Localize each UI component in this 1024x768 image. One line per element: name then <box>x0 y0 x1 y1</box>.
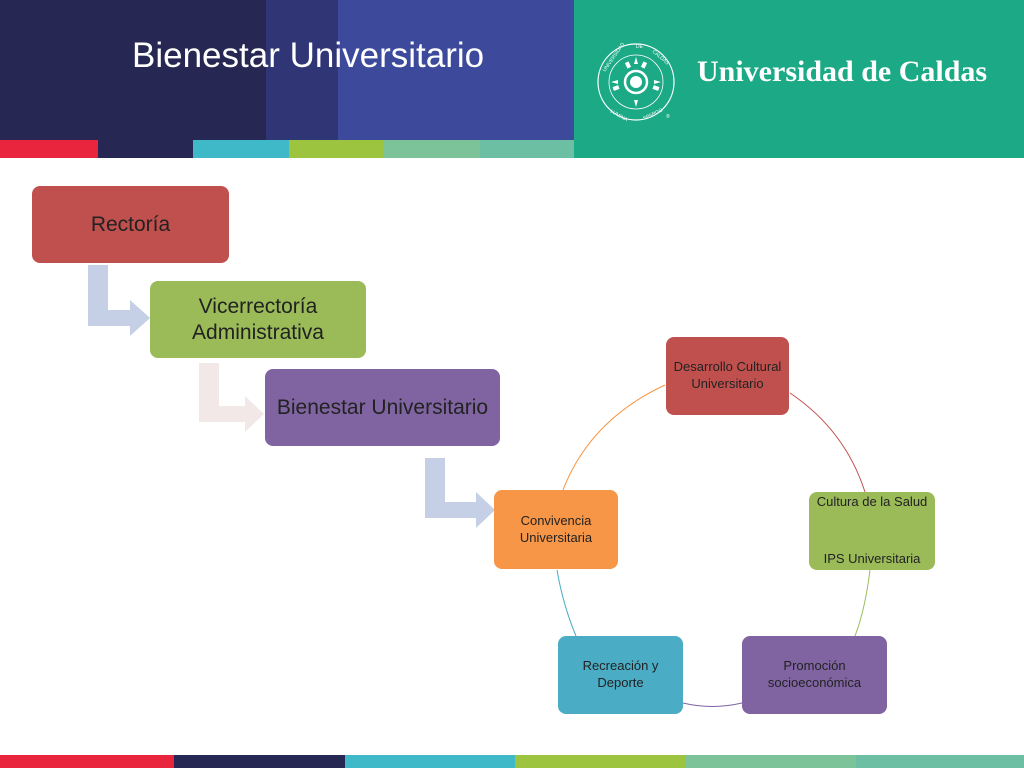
promocion-label: Promoción socioeconómica <box>767 658 862 690</box>
bent-arrow-2 <box>199 363 264 432</box>
vicerrectoria-box: Vicerrectoría Administrativa <box>150 281 366 358</box>
university-seal-logo: UNIVERSIDAD DE CALDAS LUMINA SPARGO ® <box>597 42 675 124</box>
cultura-salud-box: Cultura de la Salud IPS Universitaria <box>809 492 935 570</box>
desarrollo-cultural-label: Desarrollo Cultural Universitario <box>673 359 782 391</box>
svg-text:DE: DE <box>636 44 644 50</box>
bienestar-box: Bienestar Universitario <box>265 369 500 446</box>
footer-stripe-navy <box>174 755 345 768</box>
bent-arrow-3 <box>425 458 495 528</box>
convivencia-label: Convivencia Universitaria <box>519 512 593 545</box>
recreacion-box: Recreación y Deporte <box>558 636 683 714</box>
bent-arrow-1 <box>88 265 150 336</box>
footer-stripe-red <box>0 755 174 768</box>
promocion-box: Promoción socioeconómica <box>742 636 887 714</box>
ips-universitaria-label: IPS Universitaria <box>823 551 921 567</box>
rectoria-box: Rectoría <box>32 186 229 263</box>
header-stripe-navy <box>98 140 193 158</box>
header-band-blue <box>338 0 574 140</box>
footer-stripe-mint <box>686 755 856 768</box>
rectoria-label: Rectoría <box>90 212 171 236</box>
header-stripe-green <box>289 140 384 158</box>
footer-stripe-green <box>515 755 686 768</box>
svg-text:®: ® <box>666 113 670 120</box>
header-band-mid <box>266 0 338 140</box>
cultura-salud-label: Cultura de la Salud <box>816 494 928 509</box>
convivencia-box: Convivencia Universitaria <box>494 490 618 569</box>
cycle-arc-green <box>854 569 871 637</box>
university-logo-text: Universidad de Caldas <box>697 55 988 88</box>
cycle-arc-red <box>789 392 866 493</box>
cycle-arc-purple <box>682 702 743 707</box>
footer-stripe-cyan <box>345 755 515 768</box>
cycle-arc-orange <box>562 384 666 491</box>
vicerrectoria-label: Vicerrectoría Administrativa <box>192 295 324 344</box>
recreacion-label: Recreación y Deporte <box>582 658 659 690</box>
cycle-arc-blue <box>556 569 577 637</box>
bienestar-label: Bienestar Universitario <box>276 395 489 419</box>
header-stripe-teal <box>480 140 574 158</box>
footer-stripe-teal <box>856 755 1024 768</box>
header-band-dark <box>0 0 266 140</box>
desarrollo-cultural-box: Desarrollo Cultural Universitario <box>666 337 789 415</box>
page-title: Bienestar Universitario <box>132 36 485 75</box>
header-band-green <box>574 0 1024 158</box>
header-stripe-red <box>0 140 98 158</box>
header-stripe-cyan <box>193 140 289 158</box>
header-stripe-mint <box>384 140 480 158</box>
